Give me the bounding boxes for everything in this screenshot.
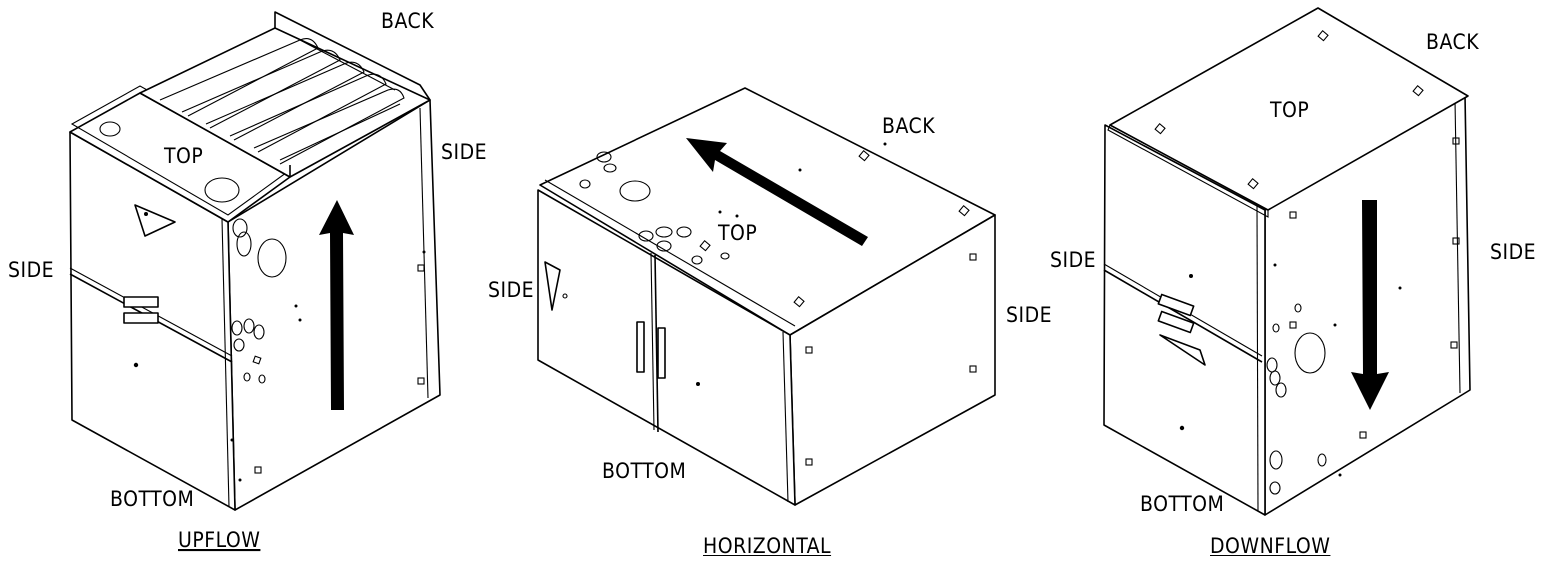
upflow-furnace: BACK TOP SIDE SIDE BOTTOM UPFLOW xyxy=(8,9,487,552)
downflow-caption: DOWNFLOW xyxy=(1210,534,1330,556)
upflow-label-bottom: BOTTOM xyxy=(110,487,194,511)
horizontal-label-side-right: SIDE xyxy=(1006,303,1052,327)
horizontal-front xyxy=(537,189,796,506)
horizontal-furnace: BACK TOP SIDE SIDE BOTTOM HORIZONTAL xyxy=(488,87,1052,558)
upflow-handle-lower xyxy=(123,312,159,324)
horizontal-label-bottom: BOTTOM xyxy=(602,459,686,483)
downflow-handle-upper xyxy=(1157,293,1195,317)
upflow-handle-upper xyxy=(123,296,159,308)
horizontal-handle-left xyxy=(636,321,645,373)
horizontal-handle-right xyxy=(657,327,666,379)
downflow-label-bottom: BOTTOM xyxy=(1140,492,1224,516)
downflow-handle-lower xyxy=(1157,310,1195,334)
upflow-label-side-right: SIDE xyxy=(441,140,487,164)
horizontal-airflow-arrow-icon xyxy=(686,138,868,246)
horizontal-label-side-left: SIDE xyxy=(488,278,534,302)
downflow-furnace: BACK TOP SIDE SIDE BOTTOM DOWNFLOW xyxy=(1050,7,1536,558)
horizontal-caption: HORIZONTAL xyxy=(703,534,831,556)
downflow-label-side-right: SIDE xyxy=(1490,240,1536,264)
horizontal-label-top: TOP xyxy=(717,221,757,245)
horizontal-brand-logo-icon xyxy=(544,261,561,311)
upflow-label-top: TOP xyxy=(163,144,203,168)
upflow-caption: UPFLOW xyxy=(178,528,260,552)
downflow-brand-logo-icon xyxy=(1159,334,1206,366)
upflow-label-side-left: SIDE xyxy=(8,258,54,282)
downflow-airflow-arrow-icon xyxy=(1351,200,1389,410)
downflow-label-side-left: SIDE xyxy=(1050,248,1096,272)
downflow-label-back: BACK xyxy=(1426,30,1479,54)
upflow-label-back: BACK xyxy=(381,9,434,33)
upflow-airflow-arrow-icon xyxy=(319,200,354,410)
downflow-label-top: TOP xyxy=(1269,98,1309,122)
horizontal-label-back: BACK xyxy=(882,114,935,138)
